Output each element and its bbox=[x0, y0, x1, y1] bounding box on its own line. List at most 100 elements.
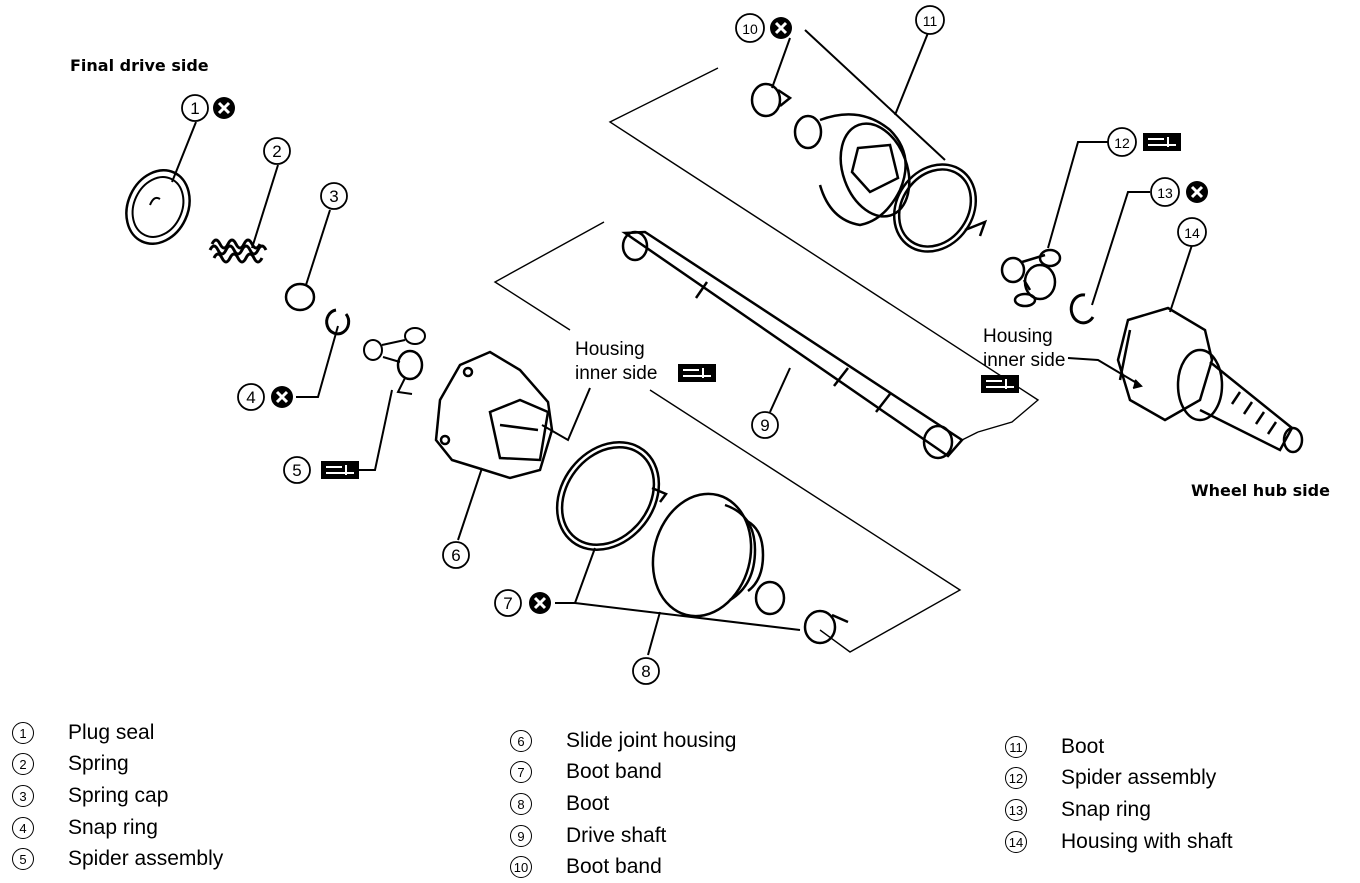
callout-14: 14 bbox=[1177, 217, 1207, 247]
boot-part-lower bbox=[651, 492, 786, 618]
legend-number: 2 bbox=[12, 753, 34, 776]
legend-number: 13 bbox=[1005, 798, 1027, 821]
x-circle-icon bbox=[211, 95, 237, 121]
legend-item: 4 Snap ring bbox=[12, 812, 223, 844]
boot-band-part-lower bbox=[555, 440, 668, 552]
slide-joint-housing-part bbox=[434, 350, 554, 480]
group-outline-lines bbox=[493, 67, 1040, 653]
svg-text:7: 7 bbox=[503, 594, 512, 613]
svg-text:12: 12 bbox=[1114, 135, 1130, 151]
legend-name: Boot band bbox=[566, 760, 662, 784]
legend-item: 3 Spring cap bbox=[12, 780, 223, 812]
legend-item: 7 Boot band bbox=[510, 757, 736, 789]
boot-band-small-part bbox=[803, 609, 849, 645]
spring-part bbox=[208, 238, 268, 264]
callout-7: 7 bbox=[494, 589, 522, 617]
legend-item: 10 Boot band bbox=[510, 851, 736, 883]
legend-name: Slide joint housing bbox=[566, 728, 737, 752]
legend-number: 14 bbox=[1005, 830, 1027, 853]
housing-with-shaft-part bbox=[1116, 306, 1304, 454]
legend-item: 8 Boot bbox=[510, 788, 736, 820]
legend-item: 9 Drive shaft bbox=[510, 820, 736, 852]
legend-item: 6 Slide joint housing bbox=[510, 725, 736, 757]
legend-column-1: 1 Plug seal 2 Spring 3 Spring cap 4 Snap rin… bbox=[12, 717, 223, 875]
callout-1: 1 bbox=[181, 94, 209, 122]
x-circle-icon bbox=[527, 590, 553, 616]
spring-cap-part bbox=[284, 282, 316, 312]
legend-name: Boot bbox=[566, 791, 610, 815]
callout-9: 9 bbox=[751, 411, 779, 439]
wheel-hub-side-label: Wheel hub side bbox=[1191, 481, 1330, 500]
svg-text:10: 10 bbox=[742, 21, 758, 37]
svg-text:11: 11 bbox=[923, 13, 938, 29]
callout-2: 2 bbox=[263, 137, 291, 165]
drive-shaft-part bbox=[621, 230, 964, 460]
legend-item: 1 Plug seal bbox=[12, 717, 223, 749]
legend-number: 1 bbox=[12, 721, 34, 744]
legend-name: Spring bbox=[68, 752, 129, 776]
grease-apply-icon bbox=[980, 374, 1020, 394]
x-circle-icon bbox=[269, 384, 295, 410]
callout-3: 3 bbox=[320, 182, 348, 210]
legend-number: 4 bbox=[12, 816, 34, 839]
housing-inner-side-label: Housing inner side bbox=[575, 339, 658, 384]
plug-seal-part bbox=[125, 169, 191, 245]
svg-text:14: 14 bbox=[1184, 225, 1200, 241]
legend-number: 10 bbox=[510, 856, 532, 879]
svg-text:4: 4 bbox=[246, 388, 255, 407]
legend-name: Boot bbox=[1061, 734, 1105, 758]
legend-number: 3 bbox=[12, 784, 34, 807]
boot-part-upper bbox=[793, 113, 911, 227]
legend-name: Boot band bbox=[566, 855, 662, 879]
legend-item: 5 Spider assembly bbox=[12, 843, 223, 875]
legend-name: Snap ring bbox=[68, 815, 158, 839]
legend-number: 7 bbox=[510, 761, 532, 784]
legend-number: 9 bbox=[510, 824, 532, 847]
snap-ring-part bbox=[325, 308, 351, 336]
svg-text:2: 2 bbox=[272, 142, 281, 161]
x-circle-icon bbox=[768, 15, 794, 41]
svg-text:6: 6 bbox=[451, 546, 460, 565]
callout-13: 13 bbox=[1150, 177, 1180, 207]
svg-text:13: 13 bbox=[1157, 185, 1173, 201]
legend-item: 13 Snap ring bbox=[1005, 794, 1233, 826]
callout-6: 6 bbox=[442, 541, 470, 569]
svg-text:3: 3 bbox=[329, 187, 338, 206]
legend-number: 11 bbox=[1005, 735, 1027, 758]
legend-item: 11 Boot bbox=[1005, 731, 1233, 763]
spider-assembly-part-left bbox=[363, 327, 426, 395]
svg-text:9: 9 bbox=[760, 416, 769, 435]
callout-10: 10 bbox=[735, 13, 765, 43]
legend-number: 8 bbox=[510, 792, 532, 815]
spider-assembly-part-right bbox=[1000, 248, 1062, 308]
svg-text:1: 1 bbox=[190, 99, 199, 118]
legend-number: 5 bbox=[12, 848, 34, 871]
legend-number: 6 bbox=[510, 729, 532, 752]
legend-name: Plug seal bbox=[68, 720, 155, 744]
callout-8: 8 bbox=[632, 657, 660, 685]
snap-ring-part-right bbox=[1069, 293, 1095, 325]
legend-item: 14 Housing with shaft bbox=[1005, 826, 1233, 858]
grease-apply-icon bbox=[1142, 132, 1182, 152]
boot-band-upper-large-part bbox=[892, 163, 988, 253]
final-drive-side-label: Final drive side bbox=[70, 56, 209, 75]
legend-item: 2 Spring bbox=[12, 749, 223, 781]
callout-5: 5 bbox=[283, 456, 311, 484]
legend-name: Housing with shaft bbox=[1061, 829, 1233, 853]
svg-text:5: 5 bbox=[292, 461, 301, 480]
legend-name: Drive shaft bbox=[566, 823, 667, 847]
legend-name: Spring cap bbox=[68, 783, 169, 807]
callout-11: 11 bbox=[915, 5, 945, 35]
grease-apply-icon bbox=[677, 363, 717, 383]
callout-4: 4 bbox=[237, 383, 265, 411]
grease-apply-icon bbox=[320, 460, 360, 480]
legend-name: Spider assembly bbox=[1061, 766, 1217, 790]
boot-band-part-upper bbox=[750, 82, 793, 118]
housing-inner-side-label: Housing inner side bbox=[983, 326, 1066, 371]
legend-name: Snap ring bbox=[1061, 797, 1151, 821]
legend-name: Spider assembly bbox=[68, 847, 224, 871]
